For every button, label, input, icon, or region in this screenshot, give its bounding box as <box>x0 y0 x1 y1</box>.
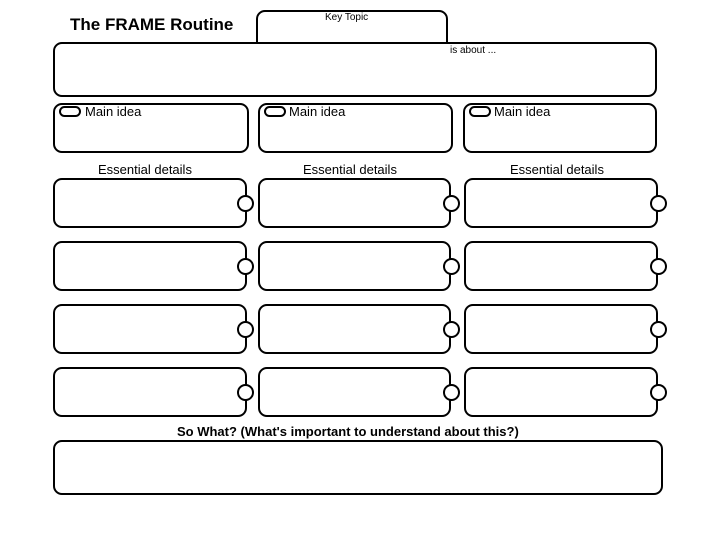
detail-box-2-3[interactable] <box>464 241 658 291</box>
detail-box-2-1[interactable] <box>53 241 247 291</box>
main-idea-connector-3 <box>469 106 491 117</box>
detail-box-1-1[interactable] <box>53 178 247 228</box>
so-what-label: So What? (What's important to understand… <box>177 424 519 439</box>
main-idea-label-1: Main idea <box>85 104 142 119</box>
main-idea-label-2: Main idea <box>289 104 346 119</box>
detail-box-3-3[interactable] <box>464 304 658 354</box>
detail-box-3-2[interactable] <box>258 304 451 354</box>
main-idea-label-3: Main idea <box>494 104 551 119</box>
detail-connector-4-2 <box>443 384 460 401</box>
is-about-box[interactable] <box>53 42 657 97</box>
main-idea-box-3[interactable] <box>463 103 657 153</box>
detail-connector-2-3 <box>650 258 667 275</box>
detail-connector-3-1 <box>237 321 254 338</box>
detail-box-2-2[interactable] <box>258 241 451 291</box>
so-what-box[interactable] <box>53 440 663 495</box>
main-idea-box-2[interactable] <box>258 103 453 153</box>
main-idea-connector-2 <box>264 106 286 117</box>
main-idea-box-1[interactable] <box>53 103 249 153</box>
key-topic-label: Key Topic <box>325 12 369 23</box>
detail-connector-1-2 <box>443 195 460 212</box>
main-idea-connector-1 <box>59 106 81 117</box>
is-about-label: is about ... <box>448 45 499 56</box>
detail-connector-1-3 <box>650 195 667 212</box>
detail-box-1-3[interactable] <box>464 178 658 228</box>
detail-box-4-2[interactable] <box>258 367 451 417</box>
detail-box-3-1[interactable] <box>53 304 247 354</box>
detail-connector-4-1 <box>237 384 254 401</box>
detail-connector-3-2 <box>443 321 460 338</box>
detail-connector-1-1 <box>237 195 254 212</box>
detail-box-4-3[interactable] <box>464 367 658 417</box>
detail-box-1-2[interactable] <box>258 178 451 228</box>
detail-connector-2-1 <box>237 258 254 275</box>
page-title: The FRAME Routine <box>70 15 234 34</box>
essential-details-heading-2: Essential details <box>303 162 397 177</box>
essential-details-heading-1: Essential details <box>98 162 192 177</box>
essential-details-heading-3: Essential details <box>510 162 604 177</box>
detail-box-4-1[interactable] <box>53 367 247 417</box>
detail-connector-3-3 <box>650 321 667 338</box>
detail-connector-4-3 <box>650 384 667 401</box>
detail-connector-2-2 <box>443 258 460 275</box>
